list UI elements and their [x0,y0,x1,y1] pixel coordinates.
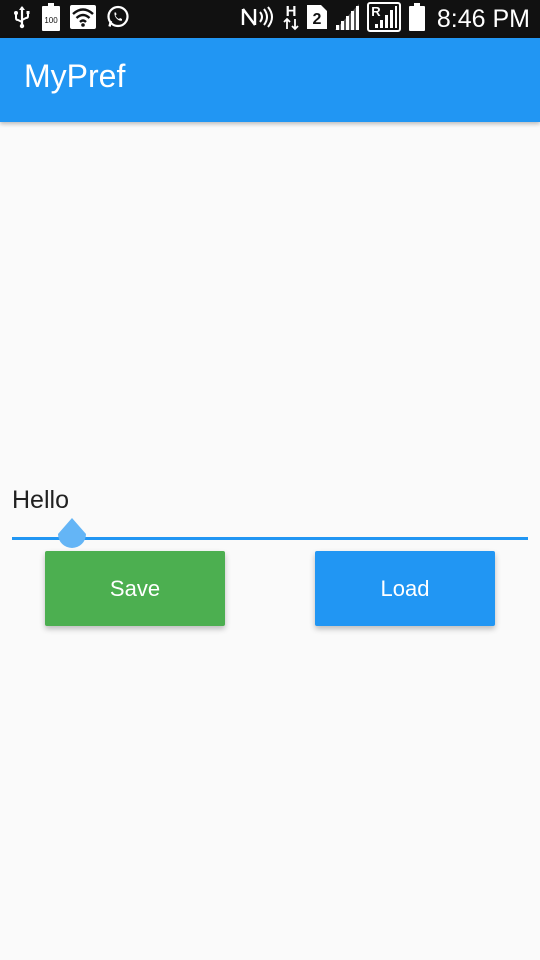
status-bar-right: H 2 R [241,0,530,38]
nfc-icon [241,5,275,33]
h-network-icon: H [283,3,299,35]
wifi-icon [70,5,96,33]
text-input-value[interactable]: Hello [12,486,69,514]
text-cursor-handle[interactable] [55,517,89,561]
text-input-underline [12,537,528,540]
battery-icon [408,3,425,35]
load-button[interactable]: Load [315,551,495,626]
roaming-text: R [371,4,381,19]
sim-slot-text: 2 [312,11,321,28]
status-time: 8:46 PM [436,4,530,33]
usb-icon [12,5,32,33]
signal-icon [334,4,359,34]
network-type-text: H [285,3,296,20]
text-input[interactable]: Hello [12,480,528,548]
roaming-signal-icon: R [366,2,401,36]
app-bar: MyPref [0,38,540,122]
battery-percent-text: 100 [44,16,58,25]
app-title: MyPref [24,58,126,94]
sim-2-icon: 2 [306,5,327,33]
status-bar: 100 [0,0,540,38]
status-bar-left: 100 [12,0,140,38]
save-button[interactable]: Save [45,551,225,626]
battery-100-icon: 100 [42,3,60,35]
whatsapp-icon [106,5,130,33]
